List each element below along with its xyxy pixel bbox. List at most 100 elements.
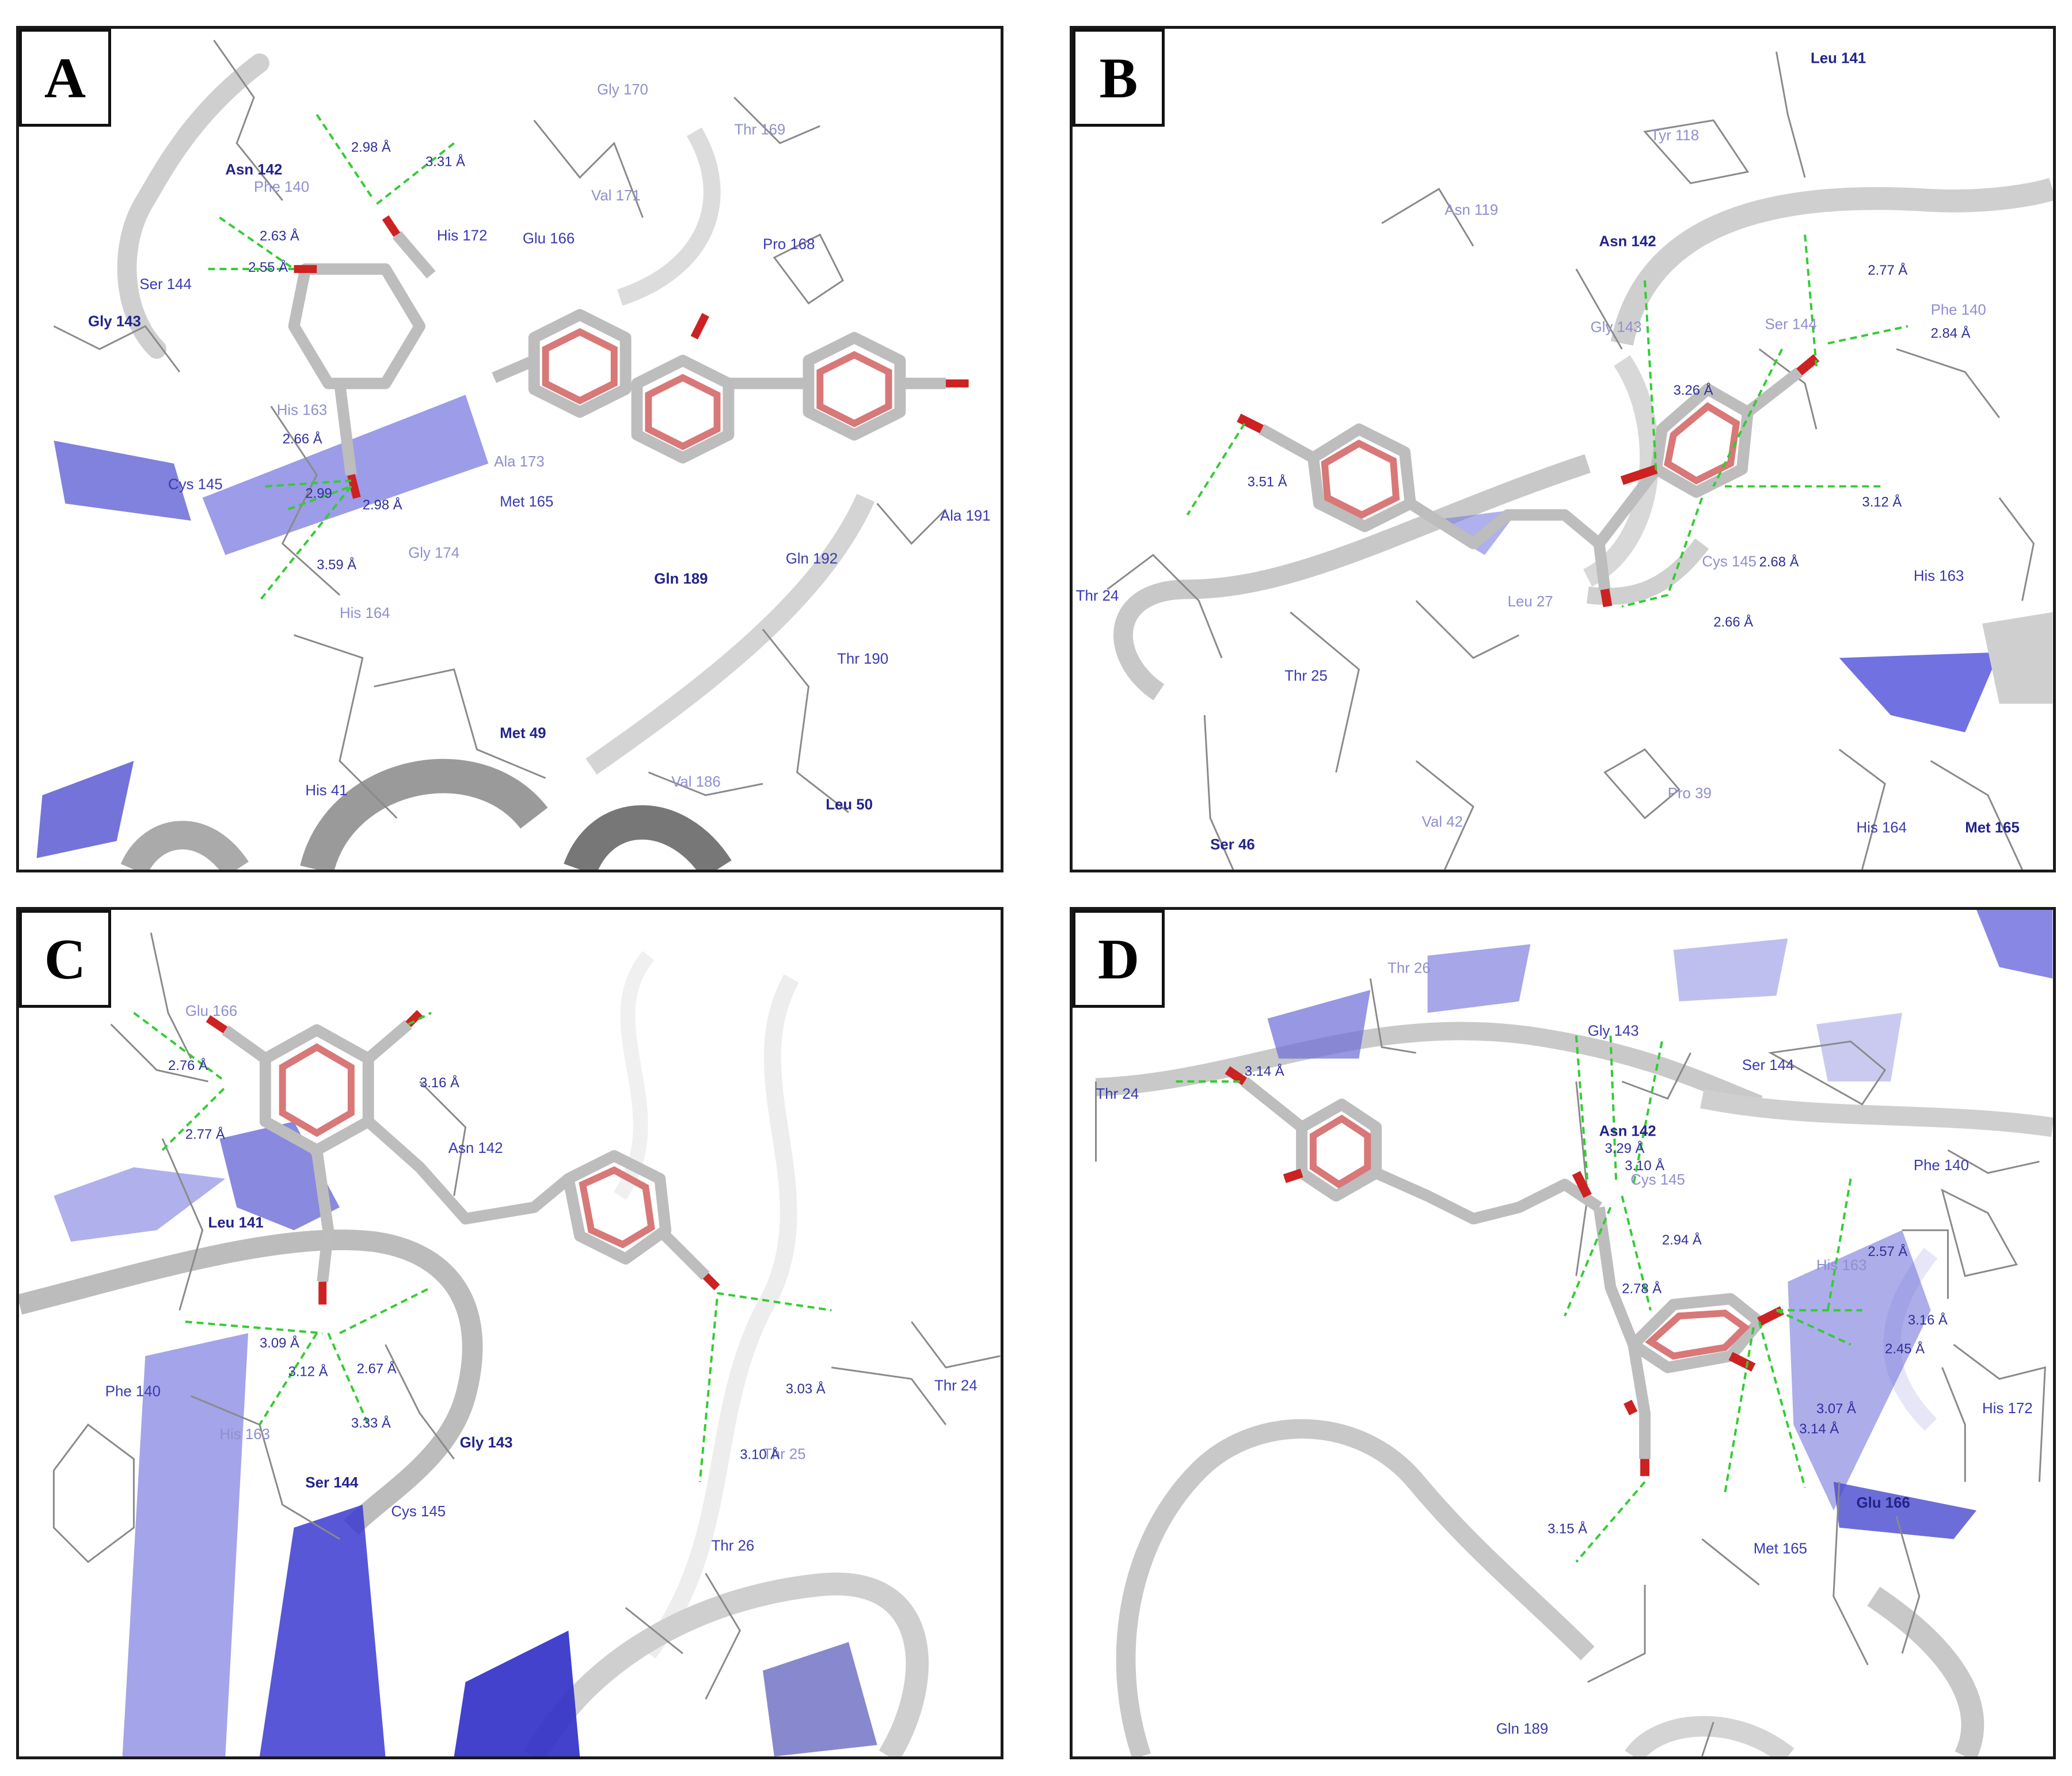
residue-label: His 172 [437,227,488,244]
residue-label: His 41 [305,783,347,799]
residue-label: Ala 191 [940,508,991,524]
distance-label: 2.98 Å [363,496,402,513]
residue-label: Met 165 [1965,819,2020,836]
distance-label: 2.77 Å [185,1126,225,1142]
distance-label: 2.99 [305,485,332,501]
residue-label: Cys 145 [1702,554,1757,570]
panel-b: B [1070,26,2056,872]
distance-label: 3.31 Å [425,153,465,169]
residue-label: Gly 170 [597,82,648,98]
distance-label: 3.07 Å [1816,1401,1856,1417]
distance-label: 3.33 Å [351,1415,391,1431]
distance-label: 2.68 Å [1759,554,1799,570]
residue-label: Met 165 [500,494,553,510]
distance-label: 3.10 Å [1625,1158,1664,1174]
residue-label: Tyr 118 [1651,128,1699,144]
residue-label: Gly 143 [460,1435,513,1451]
residue-label: Asn 142 [225,162,282,178]
residue-label: Thr 26 [712,1538,755,1554]
residue-label: Gln 189 [654,571,708,587]
residue-label: Gly 143 [1588,1023,1639,1039]
residue-label: Pro 39 [1668,785,1712,802]
distance-label: 2.67 Å [357,1361,397,1377]
distance-label: 2.84 Å [1931,325,1971,341]
distance-label: 3.12 Å [1862,494,1902,510]
residue-label: Glu 166 [1857,1495,1910,1511]
distance-label: 3.12 Å [288,1363,328,1379]
distance-label: 3.29 Å [1605,1140,1645,1156]
residue-label: His 163 [219,1426,270,1443]
distance-label: 3.26 Å [1674,382,1713,399]
panel-letter: A [19,29,111,127]
distance-label: 2.77 Å [1868,262,1907,278]
distance-label: 3.15 Å [1548,1521,1587,1537]
residue-label: His 172 [1982,1401,2033,1417]
residue-label: Asn 142 [448,1140,503,1156]
panel-letter: C [19,910,111,1008]
panel-d: D [1070,907,2056,1759]
residue-label: Asn 142 [1599,233,1656,249]
distance-label: 2.66 Å [1713,614,1753,630]
residue-label: Cys 145 [1630,1172,1685,1188]
residue-label: His 163 [1914,568,1964,584]
residue-label: Thr 24 [934,1377,978,1394]
residue-label: Val 186 [671,774,721,790]
panel-a: A [16,26,1003,872]
panel-d-structure: Thr 26 Thr 24 Gly 143 Ser 144 Asn 142 Cy… [1095,910,2053,1756]
residue-label: Glu 166 [185,1003,237,1019]
distance-label: 3.16 Å [420,1075,459,1091]
distance-label: 3.14 Å [1245,1063,1284,1079]
residue-label: Met 165 [1754,1540,1807,1557]
residue-label: Thr 169 [734,122,785,138]
residue-label: Gly 143 [1591,319,1642,335]
residue-label: Ser 144 [305,1475,359,1491]
residue-label: Gly 174 [408,545,459,561]
distance-label: 3.51 Å [1248,474,1287,490]
residue-label: Pro 168 [763,236,815,252]
residue-label: Ser 144 [1765,316,1817,332]
distance-label: 3.59 Å [317,557,356,573]
distance-label: 3.14 Å [1799,1421,1839,1437]
panel-b-structure: Leu 141 Tyr 118 Asn 119 Asn 142 Phe 140 … [1076,51,2053,870]
residue-label: Thr 25 [1284,668,1328,684]
residue-label: Leu 141 [1811,51,1866,67]
distance-label: 2.66 Å [283,431,322,447]
residue-label: Asn 119 [1444,202,1498,218]
residue-label: Ala 173 [494,454,545,470]
residue-label: Thr 25 [763,1447,806,1463]
residue-label: His 164 [340,605,390,621]
residue-label: Leu 141 [208,1215,264,1231]
residue-label: Cys 145 [391,1504,446,1520]
distance-label: 3.09 Å [260,1335,299,1351]
residue-label: Leu 50 [826,797,873,813]
residue-label: Val 171 [591,188,641,204]
residue-label: Glu 166 [523,230,575,246]
residue-label: Cys 145 [168,477,223,493]
residue-label: Ser 144 [139,276,191,293]
distance-label: 2.55 Å [248,259,288,275]
residue-label: Ser 144 [1742,1057,1794,1073]
distance-label: 2.98 Å [351,139,391,155]
distance-label: 2.94 Å [1662,1232,1702,1248]
distance-label: 2.45 Å [1885,1341,1925,1357]
panel-letter: B [1073,29,1165,127]
residue-label: Phe 140 [254,179,309,195]
residue-label: His 163 [1816,1258,1867,1274]
distance-label: 3.03 Å [786,1380,826,1396]
residue-label: His 163 [277,402,328,418]
distance-label: 2.78 Å [1622,1280,1662,1296]
distance-label: 3.10 Å [740,1447,780,1463]
distance-label: 2.63 Å [260,227,299,244]
panel-a-structure: Gly 170 Thr 169 Asn 142 Phe 140 Val 171 … [36,40,991,870]
panel-c: C [16,907,1003,1759]
residue-label: Gly 143 [88,313,141,329]
residue-label: Gln 192 [786,551,838,567]
residue-label: Thr 24 [1076,588,1119,604]
panel-c-structure: Glu 166 Asn 142 Leu 141 Phe 140 His 163 … [19,932,1001,1756]
residue-label: Phe 140 [105,1383,161,1399]
residue-label: Thr 24 [1096,1086,1139,1102]
panel-letter: D [1073,910,1165,1008]
residue-label: Phe 140 [1914,1158,1969,1174]
distance-label: 2.76 Å [168,1057,208,1073]
residue-label: Thr 190 [837,651,888,667]
